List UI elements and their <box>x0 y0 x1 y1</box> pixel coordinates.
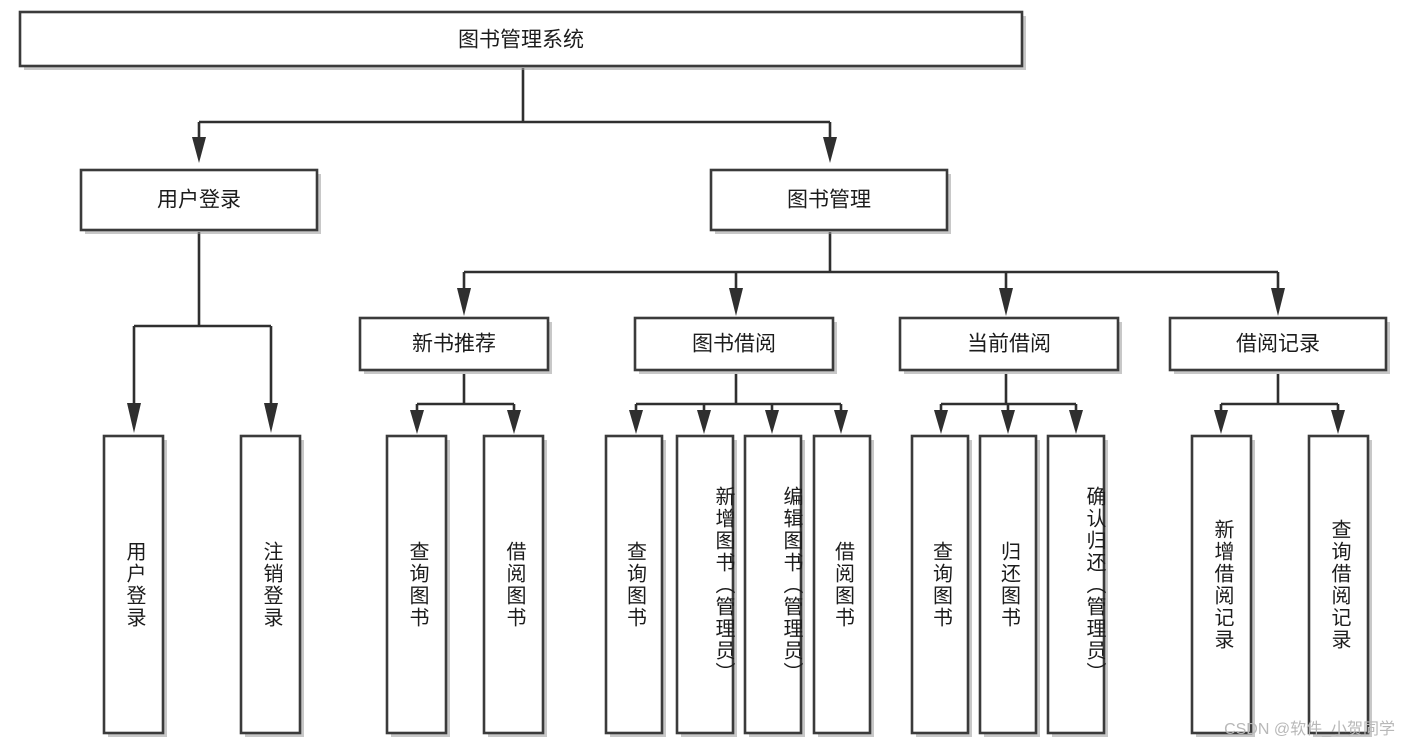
connector-group-root <box>192 68 837 163</box>
arrow-head-leaf-edit-book <box>765 410 779 434</box>
node-book-borrow[interactable]: 图书借阅 <box>633 316 837 374</box>
node-leaf-query-book-2[interactable] <box>604 434 666 737</box>
connector-group-book-borrow <box>629 374 848 434</box>
arrow-head-new-book-rec <box>457 288 471 316</box>
node-root[interactable]: 图书管理系统 <box>18 10 1026 70</box>
connector-group-user-login <box>127 232 278 433</box>
arrow-head-current-borrow <box>999 288 1013 316</box>
node-user-login-label: 用户登录 <box>157 189 241 212</box>
connector-group-new-book-rec <box>410 374 521 434</box>
node-leaf-borrow-book-1-rect <box>482 434 545 735</box>
node-leaf-edit-book-rect <box>743 434 803 735</box>
node-leaf-return-book[interactable] <box>978 434 1040 737</box>
node-borrow-record-label: 借阅记录 <box>1236 333 1320 356</box>
arrow-head-leaf-borrow-book-2 <box>834 410 848 434</box>
node-leaf-user-login[interactable] <box>102 434 167 737</box>
node-borrow-record-rect <box>1168 316 1388 372</box>
node-leaf-borrow-book-2[interactable] <box>812 434 874 737</box>
arrow-head-book-borrow <box>729 288 743 316</box>
arrow-head-user-login <box>192 137 206 163</box>
node-current-borrow[interactable]: 当前借阅 <box>898 316 1122 374</box>
node-new-book-rec[interactable]: 新书推荐 <box>358 316 552 374</box>
arrow-head-leaf-query-book-2 <box>629 410 643 434</box>
node-leaf-add-book[interactable] <box>675 434 737 737</box>
arrow-head-leaf-add-book <box>697 410 711 434</box>
node-leaf-add-record[interactable] <box>1190 434 1255 737</box>
arrow-head-book-manage <box>823 137 837 163</box>
node-new-book-rec-rect <box>358 316 550 372</box>
node-user-login[interactable]: 用户登录 <box>79 168 321 234</box>
arrow-head-leaf-query-record <box>1331 410 1345 434</box>
arrow-head-leaf-logout <box>264 403 278 433</box>
node-book-manage-rect <box>709 168 949 232</box>
node-leaf-user-login-rect <box>102 434 165 735</box>
node-borrow-record[interactable]: 借阅记录 <box>1168 316 1390 374</box>
node-leaf-confirm-return[interactable] <box>1046 434 1108 737</box>
node-leaf-add-record-rect <box>1190 434 1253 735</box>
node-leaf-query-book-1[interactable] <box>385 434 450 737</box>
arrow-head-leaf-user-login <box>127 403 141 433</box>
node-new-book-rec-label: 新书推荐 <box>412 333 496 356</box>
node-root-rect <box>18 10 1024 68</box>
csdn-watermark: CSDN @软件_小贺同学 <box>1224 721 1395 738</box>
node-leaf-edit-book[interactable] <box>743 434 805 737</box>
node-book-manage[interactable]: 图书管理 <box>709 168 951 234</box>
node-leaf-query-book-3-rect <box>910 434 970 735</box>
arrow-head-leaf-query-book-3 <box>934 410 948 434</box>
arrow-head-leaf-return-book <box>1001 410 1015 434</box>
node-current-borrow-label: 当前借阅 <box>967 333 1051 356</box>
node-leaf-add-book-rect <box>675 434 735 735</box>
node-leaf-borrow-book-2-rect <box>812 434 872 735</box>
node-book-borrow-label: 图书借阅 <box>692 333 776 356</box>
arrow-head-leaf-add-record <box>1214 410 1228 434</box>
arrow-head-borrow-record <box>1271 288 1285 316</box>
node-leaf-query-book-2-rect <box>604 434 664 735</box>
connector-group-current-borrow <box>934 374 1083 434</box>
node-book-borrow-rect <box>633 316 835 372</box>
node-leaf-query-book-3[interactable] <box>910 434 972 737</box>
node-leaf-confirm-return-rect <box>1046 434 1106 735</box>
node-leaf-return-book-rect <box>978 434 1038 735</box>
node-leaf-logout-rect <box>239 434 302 735</box>
node-current-borrow-rect <box>898 316 1120 372</box>
node-leaf-query-record[interactable] <box>1307 434 1372 737</box>
arrow-head-leaf-confirm-return <box>1069 410 1083 434</box>
node-root-label: 图书管理系统 <box>458 29 584 52</box>
arrow-head-leaf-borrow-book-1 <box>507 410 521 434</box>
connector-group-borrow-record <box>1214 374 1345 434</box>
node-leaf-query-book-1-rect <box>385 434 448 735</box>
connector-group-book-manage <box>457 232 1285 316</box>
arrow-head-leaf-query-book-1 <box>410 410 424 434</box>
node-leaf-query-record-rect <box>1307 434 1370 735</box>
node-leaf-logout[interactable] <box>239 434 304 737</box>
node-book-manage-label: 图书管理 <box>787 189 871 212</box>
node-user-login-rect <box>79 168 319 232</box>
node-leaf-borrow-book-1[interactable] <box>482 434 547 737</box>
